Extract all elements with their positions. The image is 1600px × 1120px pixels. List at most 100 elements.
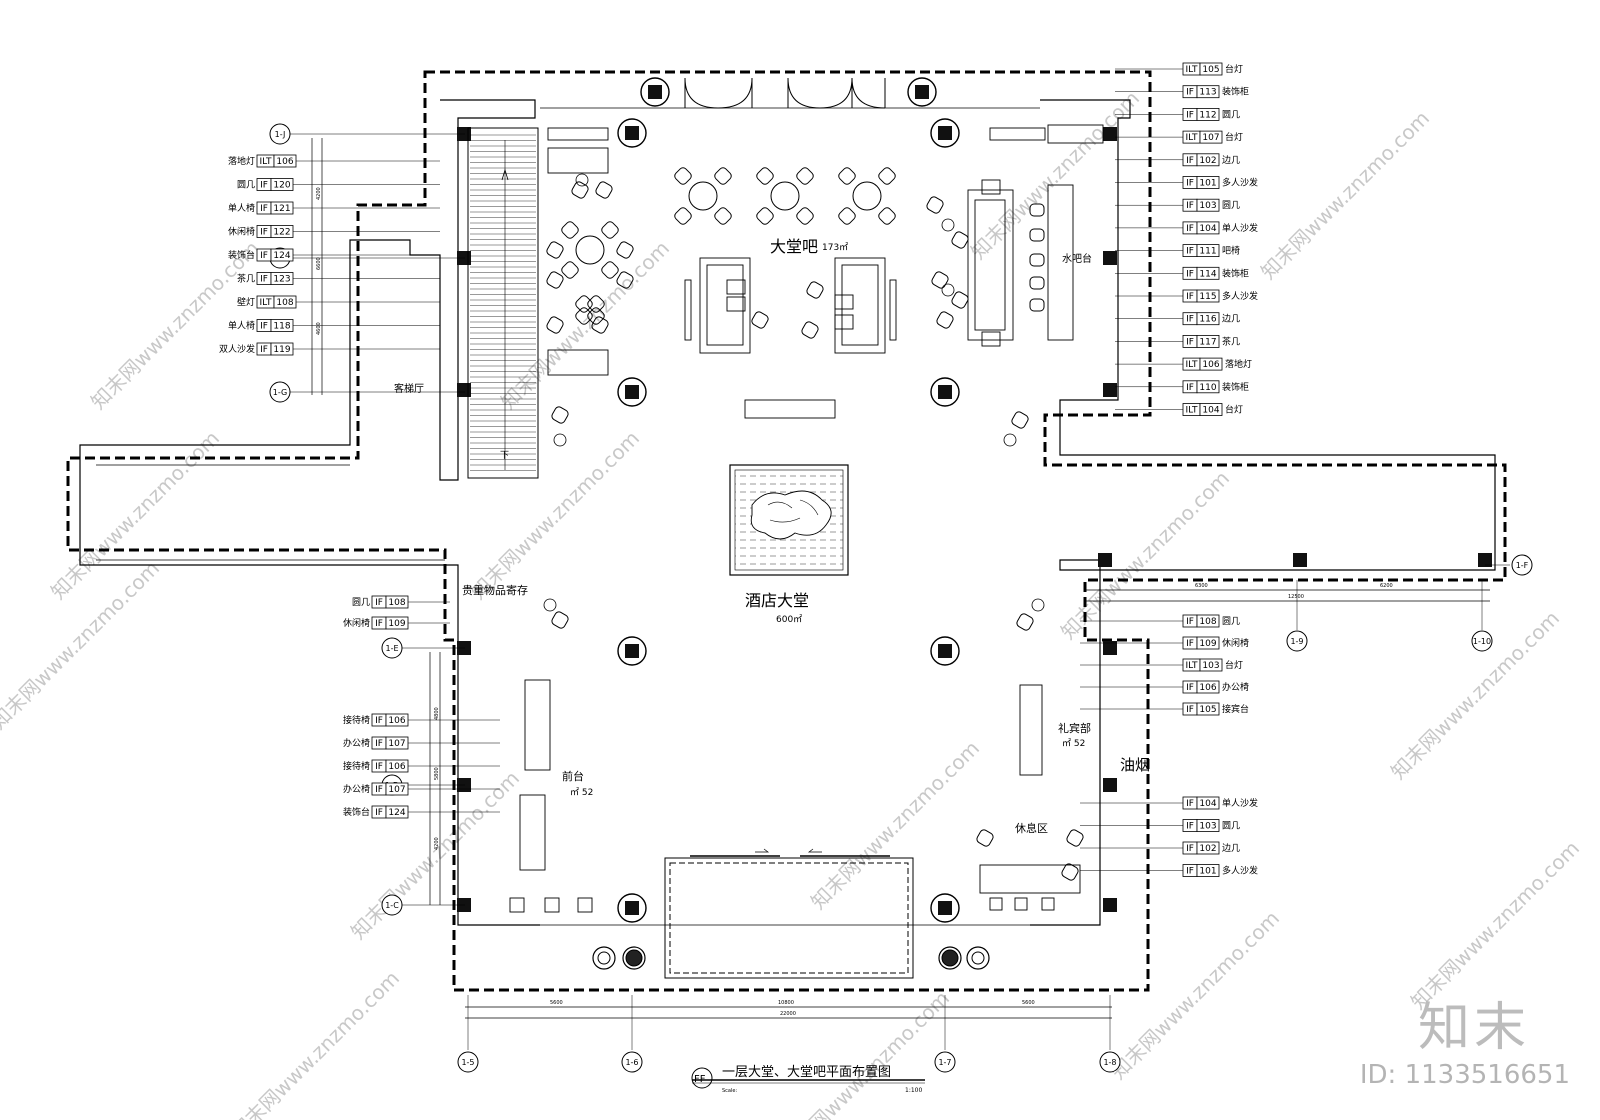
chair bbox=[714, 167, 732, 185]
tag-name: 装饰柜 bbox=[1222, 381, 1249, 393]
grid-1-10: 1-10 bbox=[1473, 637, 1491, 646]
round-column-pads bbox=[592, 77, 990, 970]
concierge-area: ㎡ 52 bbox=[1062, 738, 1085, 749]
column-core bbox=[625, 644, 639, 658]
tag-number-box bbox=[1196, 108, 1220, 121]
tag-name: 边几 bbox=[1222, 314, 1240, 325]
lounge-chair bbox=[551, 611, 569, 629]
tag-number: 106 bbox=[276, 157, 293, 167]
dim-right-2: 6200 bbox=[1380, 583, 1393, 589]
tag-name: 圆几 bbox=[1222, 109, 1240, 120]
tag-number-box bbox=[1196, 864, 1220, 877]
tag-number: 106 bbox=[388, 716, 405, 726]
grid-1-C: 1-C bbox=[385, 901, 399, 910]
bar-stool bbox=[1029, 298, 1045, 312]
side-table bbox=[941, 218, 955, 232]
tag-number: 102 bbox=[1199, 156, 1216, 166]
lounge-chair bbox=[936, 311, 954, 329]
lounge-chair bbox=[951, 291, 969, 309]
column-core bbox=[625, 901, 639, 915]
reception-area: ㎡ 52 bbox=[570, 787, 593, 798]
tag-number: 104 bbox=[1199, 799, 1216, 809]
tag-number: 105 bbox=[1202, 65, 1219, 75]
tag-number-box bbox=[1196, 85, 1220, 99]
tag-type: IF bbox=[375, 808, 383, 818]
tag-type: IF bbox=[375, 739, 383, 749]
tag-type: IF bbox=[1186, 705, 1194, 715]
tag-type: IF bbox=[375, 716, 383, 726]
chair bbox=[601, 221, 619, 239]
lounge-chair bbox=[806, 281, 824, 299]
chair bbox=[674, 167, 692, 185]
watermark-text: 知末网www.znzmo.com bbox=[1106, 906, 1284, 1084]
scale-label: Scale: bbox=[722, 1088, 737, 1094]
dim-left-5: 5800 bbox=[434, 767, 440, 780]
watermark-text: 知末网www.znzmo.com bbox=[1386, 606, 1564, 784]
tag-number: 106 bbox=[1202, 360, 1219, 370]
tag-type: ILT bbox=[260, 298, 272, 308]
lounge-chair bbox=[976, 829, 994, 847]
side-table bbox=[1003, 433, 1017, 447]
chair bbox=[756, 167, 774, 185]
lobby-bar-area: 173㎡ bbox=[822, 242, 848, 253]
tag-name: 圆几 bbox=[1222, 200, 1240, 211]
tag-number: 108 bbox=[1199, 617, 1216, 627]
building-outline bbox=[66, 70, 1507, 992]
tag-number-box bbox=[1196, 198, 1220, 212]
grid-1-G: 1-G bbox=[273, 388, 287, 397]
watermark-text: 知末网www.znzmo.com bbox=[1256, 106, 1434, 284]
lounge-chair bbox=[751, 311, 769, 329]
tag-number: 107 bbox=[1202, 133, 1219, 143]
entrance-doors-top bbox=[684, 77, 886, 109]
column bbox=[457, 383, 471, 397]
tag-type: IF bbox=[260, 322, 268, 332]
grid-1-F-bubble bbox=[1511, 554, 1533, 576]
tag-name: 多人沙发 bbox=[1222, 177, 1258, 189]
side-table bbox=[1031, 598, 1045, 612]
chair bbox=[756, 207, 774, 225]
rest-area-label: 休息区 bbox=[1015, 821, 1048, 835]
column bbox=[1103, 127, 1117, 141]
column bbox=[1103, 641, 1117, 655]
lounge-chair bbox=[926, 196, 944, 214]
elevator-hall-label: 客梯厅 bbox=[394, 382, 424, 395]
smoke-label: 油烟 bbox=[1120, 756, 1150, 774]
bar-stool bbox=[1029, 276, 1045, 290]
tag-name: 装饰柜 bbox=[1222, 267, 1249, 279]
entrance-vestibule bbox=[664, 848, 914, 979]
lounge-chair bbox=[546, 316, 564, 334]
chair bbox=[796, 167, 814, 185]
column-core bbox=[915, 85, 929, 99]
tag-type: IF bbox=[1186, 315, 1194, 325]
tag-name: 台灯 bbox=[1225, 404, 1243, 416]
tag-number: 104 bbox=[1199, 224, 1216, 234]
tag-number-box bbox=[1196, 680, 1220, 694]
tag-name: 台灯 bbox=[1225, 63, 1243, 75]
grid-1-10-bubble bbox=[1471, 630, 1493, 652]
planter-inner bbox=[597, 951, 611, 965]
tag-name: 圆几 bbox=[237, 180, 255, 191]
tag-type: IF bbox=[1186, 639, 1194, 649]
tag-name: 单人椅 bbox=[228, 320, 255, 332]
tag-number-box bbox=[1196, 221, 1220, 235]
tag-name: 办公椅 bbox=[343, 783, 370, 795]
lounge-chair bbox=[595, 181, 613, 199]
tag-type: IF bbox=[1186, 179, 1194, 189]
tag-number: 107 bbox=[388, 785, 405, 795]
watermark-text: 知末网www.znzmo.com bbox=[966, 86, 1144, 264]
tag-number-box bbox=[1196, 614, 1220, 628]
tag-number: 122 bbox=[273, 228, 290, 238]
